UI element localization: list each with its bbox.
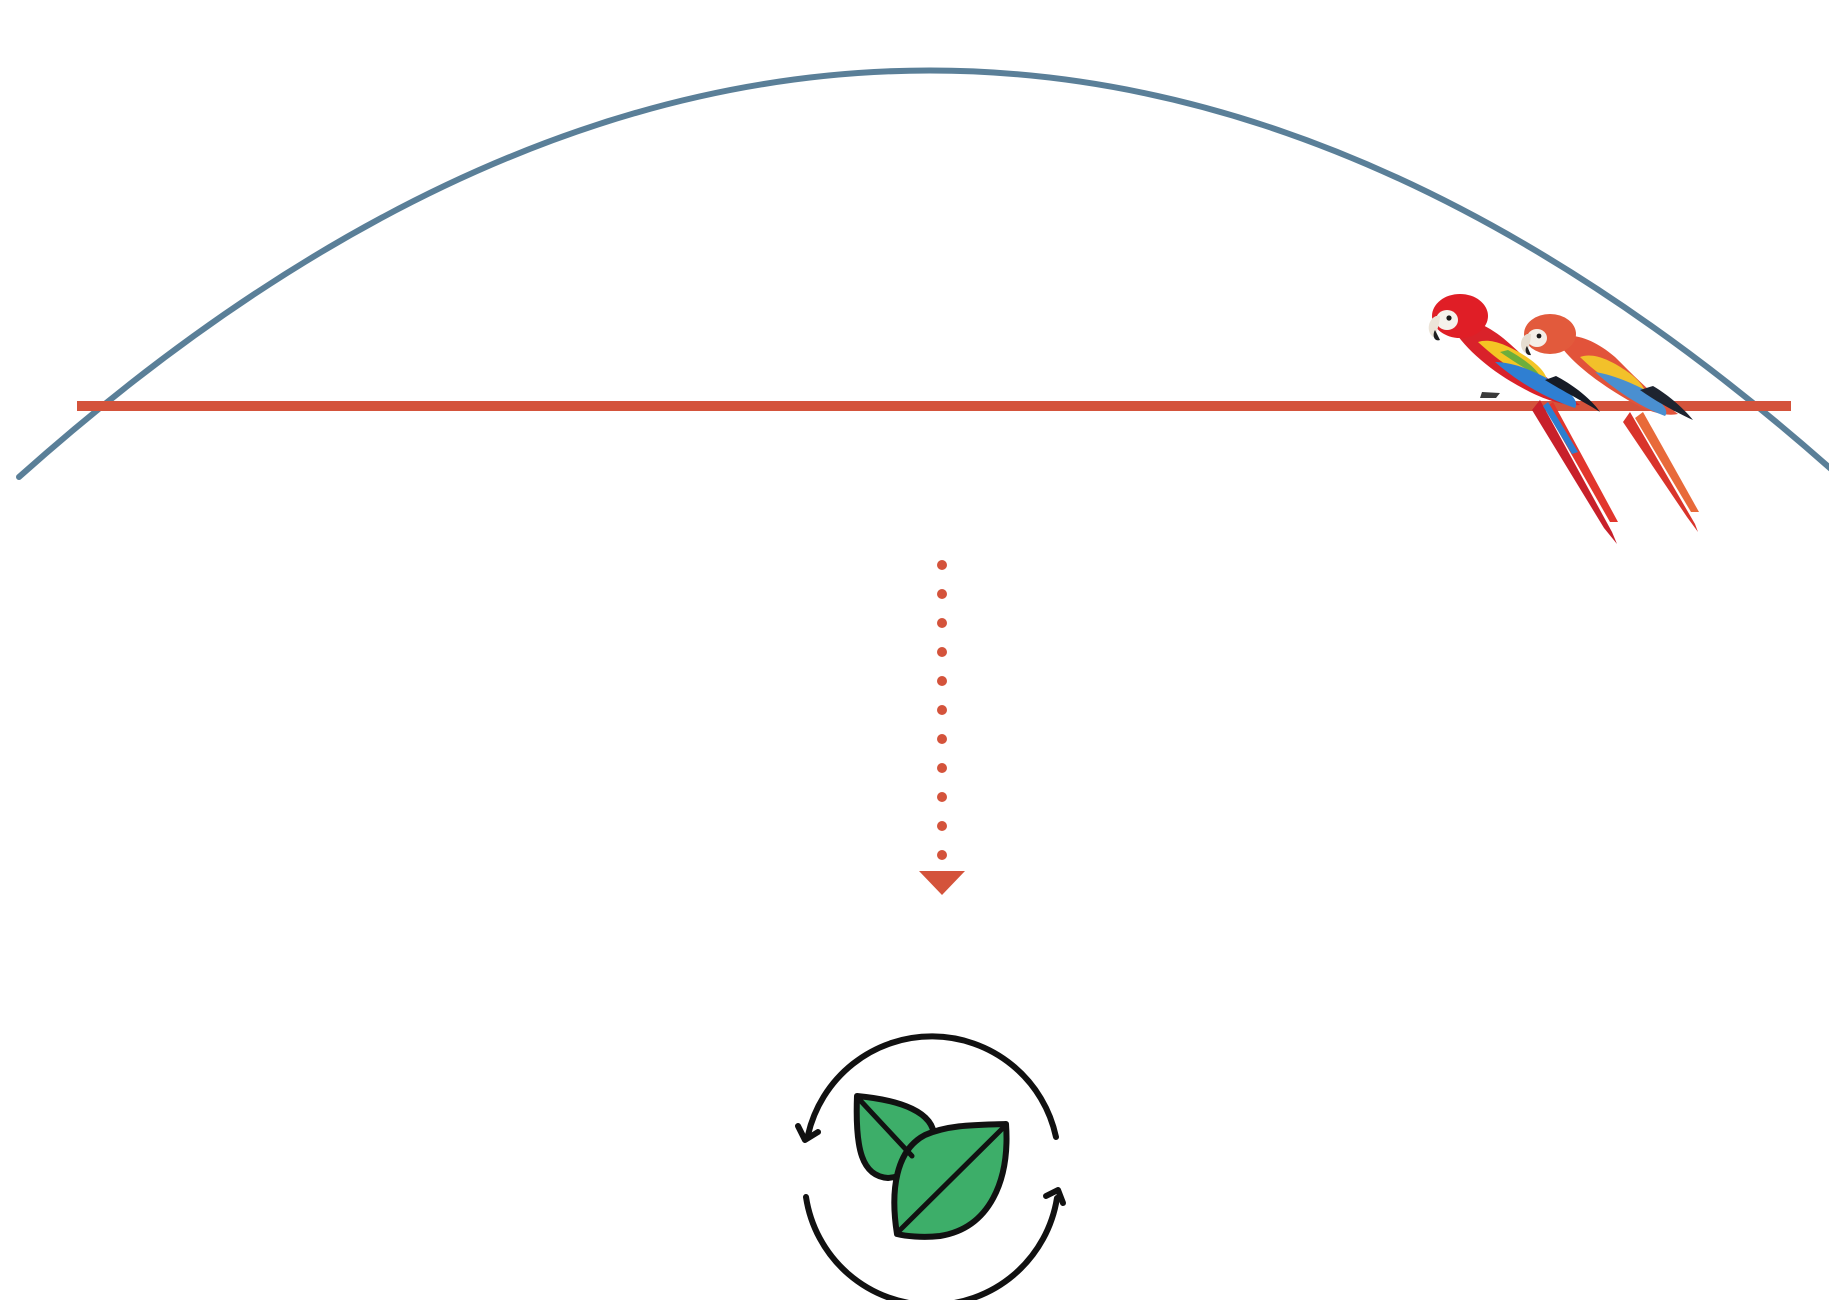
arrow-dot — [937, 676, 947, 686]
arrow-dot — [937, 647, 947, 657]
arrow-dot — [937, 589, 947, 599]
arrow-dot — [937, 734, 947, 744]
arrow-dot — [937, 618, 947, 628]
arrow-dot — [937, 821, 947, 831]
arrow-dot — [937, 850, 947, 860]
arrow-head — [919, 871, 965, 895]
dotted-down-arrow — [919, 560, 965, 895]
macaw-front — [1429, 294, 1618, 544]
arrow-dot — [937, 763, 947, 773]
arrow-dot — [937, 705, 947, 715]
arrow-dot — [937, 792, 947, 802]
arrow-dots — [937, 560, 947, 889]
leaf-recycle-icon — [798, 1036, 1063, 1300]
arrow-dot — [937, 560, 947, 570]
